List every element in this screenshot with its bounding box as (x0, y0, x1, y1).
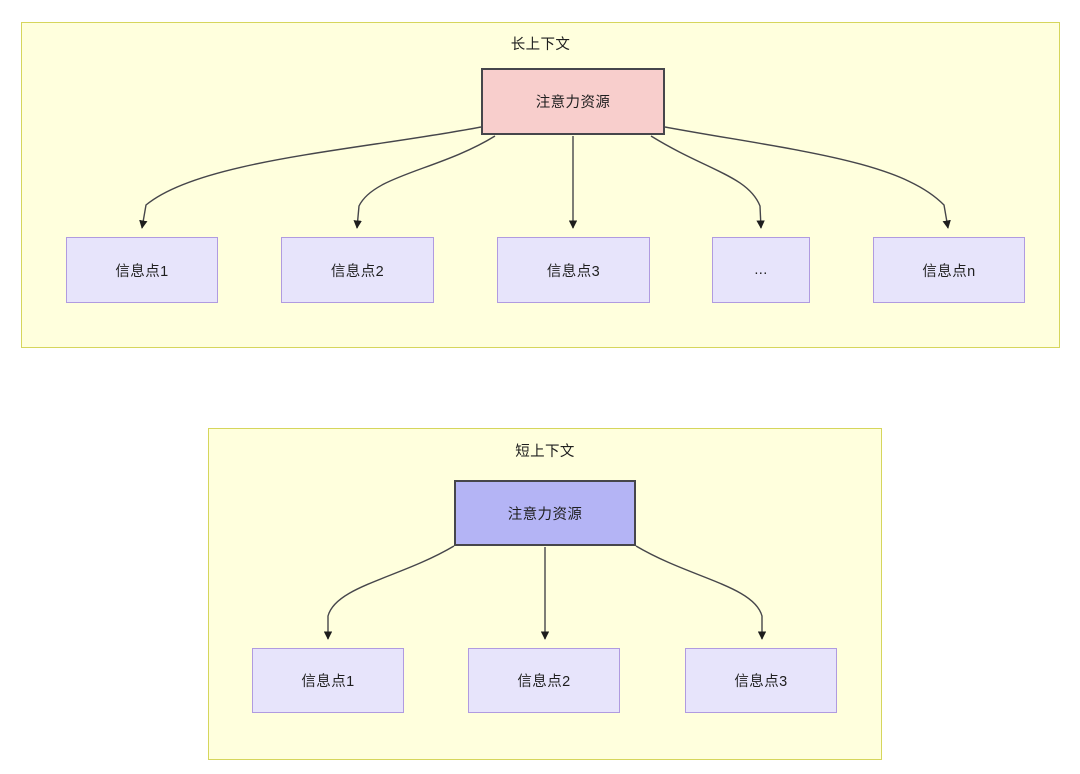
short-context-info-node-3[interactable]: 信息点3 (685, 648, 837, 713)
long-context-attention-node[interactable]: 注意力资源 (481, 68, 665, 135)
short-context-info-node-2[interactable]: 信息点2 (468, 648, 620, 713)
long-context-info-node-1[interactable]: 信息点1 (66, 237, 218, 303)
long-context-info-label-ellipsis: ... (754, 262, 768, 278)
short-context-info-node-1[interactable]: 信息点1 (252, 648, 404, 713)
long-context-info-label-1: 信息点1 (115, 263, 169, 280)
short-context-attention-label: 注意力资源 (507, 506, 583, 523)
long-context-attention-label: 注意力资源 (535, 95, 611, 111)
long-context-info-label-3: 信息点3 (546, 263, 601, 280)
long-context-info-node-2[interactable]: 信息点2 (281, 237, 434, 303)
long-context-info-node-ellipsis[interactable]: ... (712, 237, 810, 303)
short-context-info-label-2: 信息点2 (517, 674, 571, 690)
short-context-info-label-3: 信息点3 (734, 674, 788, 690)
short-context-info-label-1: 信息点1 (301, 674, 355, 690)
long-context-info-label-2: 信息点2 (330, 263, 385, 280)
long-context-info-node-3[interactable]: 信息点3 (497, 237, 650, 303)
short-context-title: 短上下文 (515, 444, 575, 460)
long-context-title: 长上下文 (510, 37, 571, 53)
long-context-info-label-n: 信息点n (922, 263, 976, 280)
short-context-attention-node[interactable]: 注意力资源 (454, 480, 636, 546)
long-context-info-node-n[interactable]: 信息点n (873, 237, 1025, 303)
